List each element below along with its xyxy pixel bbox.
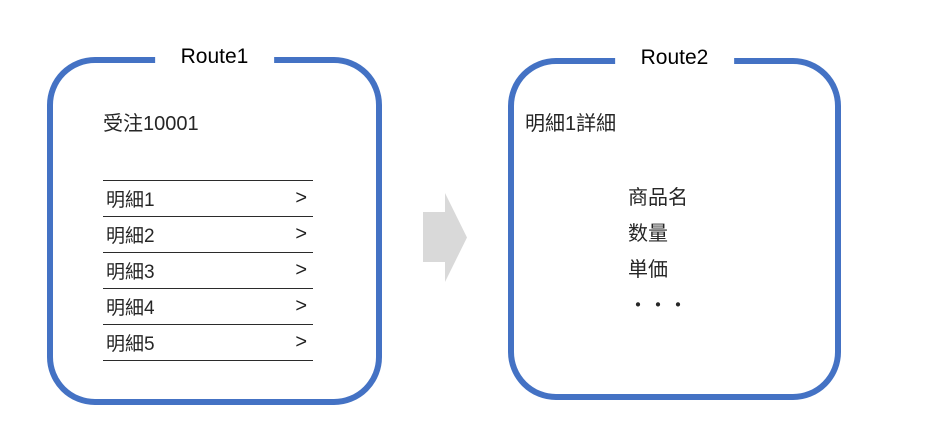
route2-label: Route2 xyxy=(614,44,735,72)
route1-label: Route1 xyxy=(154,43,275,71)
list-item-label: 明細3 xyxy=(106,262,155,283)
field-unit-price: 単価 xyxy=(628,259,668,281)
route2-heading: 明細1詳細 xyxy=(525,113,617,135)
chevron-right-icon: > xyxy=(295,259,307,281)
field-ellipsis: ・・・ xyxy=(628,295,688,317)
list-item-label: 明細1 xyxy=(106,190,155,211)
list-item-label: 明細4 xyxy=(106,298,155,319)
chevron-right-icon: > xyxy=(295,331,307,353)
route2-screen: Route2 明細1詳細 商品名 数量 単価 ・・・ xyxy=(508,44,841,400)
route1-screen: Route1 受注10001 明細1 > 明細2 > 明細3 > 明細4 > 明… xyxy=(47,43,382,405)
chevron-right-icon: > xyxy=(295,187,307,209)
list-item-detail1[interactable]: 明細1 > xyxy=(103,181,313,217)
list-item-detail4[interactable]: 明細4 > xyxy=(103,289,313,325)
field-quantity: 数量 xyxy=(628,223,668,245)
route1-heading: 受注10001 xyxy=(103,113,199,135)
chevron-right-icon: > xyxy=(295,295,307,317)
detail-fields: 商品名 数量 単価 ・・・ xyxy=(628,180,688,324)
list-item-label: 明細5 xyxy=(106,334,155,355)
transition-arrow-icon xyxy=(423,193,467,282)
list-item-detail2[interactable]: 明細2 > xyxy=(103,217,313,253)
detail-list: 明細1 > 明細2 > 明細3 > 明細4 > 明細5 > xyxy=(103,180,313,361)
chevron-right-icon: > xyxy=(295,223,307,245)
field-product-name: 商品名 xyxy=(628,187,688,209)
list-item-detail5[interactable]: 明細5 > xyxy=(103,325,313,361)
list-item-detail3[interactable]: 明細3 > xyxy=(103,253,313,289)
list-item-label: 明細2 xyxy=(106,226,155,247)
